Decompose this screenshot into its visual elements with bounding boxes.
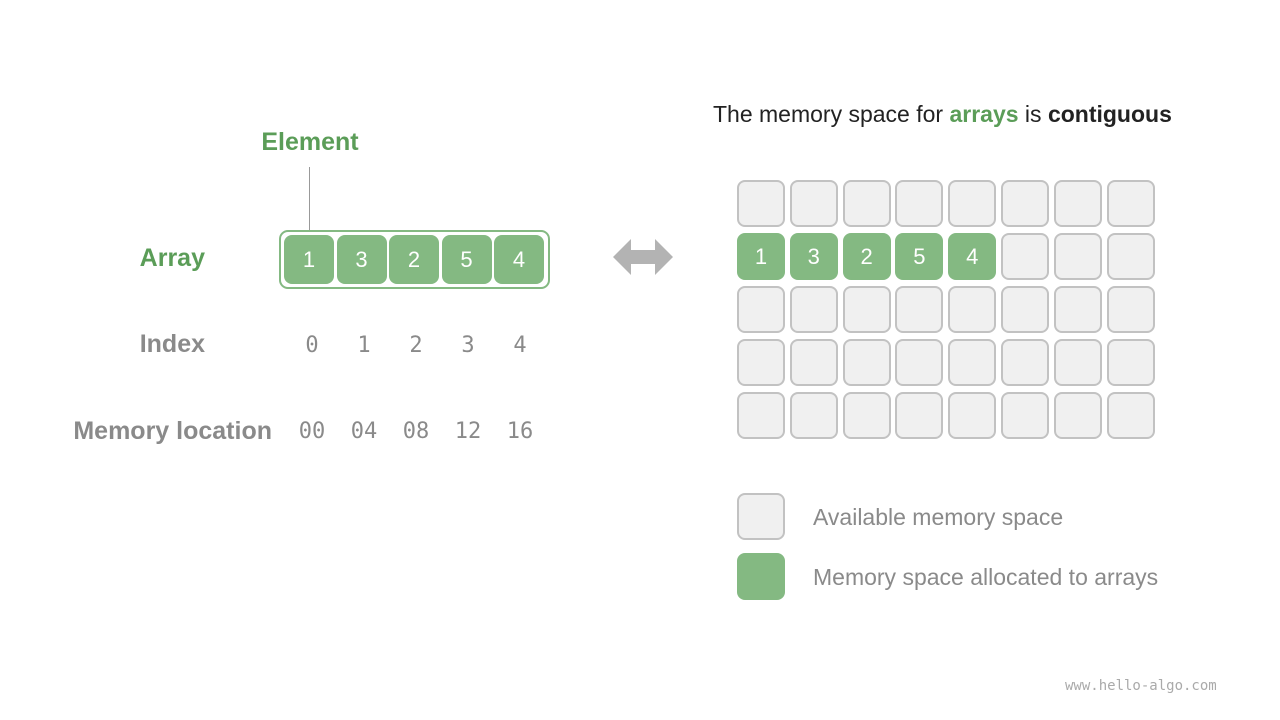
title-contiguous: contiguous [1047,101,1172,127]
array-element: 1 [284,235,334,284]
memory-cell-free [1001,233,1049,280]
watermark: www.hello-algo.com [1065,678,1217,694]
memory-cell-free [895,339,944,386]
memory-cell-free [1001,286,1049,333]
memory-cell-free [1001,339,1049,386]
index-value: 2 [409,333,423,358]
memory-location-label: Memory location [73,417,272,445]
array-label: Array [139,244,205,272]
memory-cell-free [842,286,891,333]
memory-cell-free [948,392,997,439]
memory-cell-free [789,339,838,386]
memory-cell-free [1106,180,1155,227]
memory-cell-free [948,286,997,333]
array-container [279,230,550,289]
memory-cell-free [737,392,785,439]
title-arrays: arrays [949,101,1019,127]
double-arrow-icon [613,239,673,275]
memory-cell-free [1053,180,1102,227]
memory-cell-allocated: 3 [789,233,838,280]
address-value: 08 [402,419,430,444]
memory-cell-free [789,286,838,333]
legend-allocated-text: Memory space allocated to arrays [813,564,1159,590]
memory-cell-free [895,392,944,439]
memory-cell-free [1053,339,1102,386]
title-prefix: The memory space for [713,101,950,127]
index-value: 1 [357,333,371,358]
address-value: 16 [506,419,534,444]
memory-cell-free [842,339,891,386]
array-element: 4 [494,235,544,284]
legend-available-text: Available memory space [813,504,1064,530]
address-value: 04 [350,419,378,444]
memory-cell-free [842,392,891,439]
memory-cell-allocated: 2 [842,233,891,280]
index-value: 0 [305,333,319,358]
legend-allocated-swatch [737,553,785,600]
memory-cell-free [1053,392,1102,439]
address-value: 12 [454,419,482,444]
element-pointer-line [309,167,310,231]
memory-cell-free [1106,392,1155,439]
memory-cell-free [737,286,785,333]
memory-cell-free [737,180,785,227]
memory-cell-allocated: 4 [948,233,997,280]
memory-title: The memory space for arrays is contiguou… [713,101,1172,128]
title-mid: is [1018,101,1048,127]
array-element: 2 [389,235,439,284]
memory-cell-free [895,180,944,227]
memory-cell-free [948,180,997,227]
memory-cell-free [1106,233,1155,280]
memory-cell-free [789,392,838,439]
index-value: 3 [461,333,475,358]
memory-cell-free [737,339,785,386]
memory-cell-allocated: 1 [737,233,785,280]
array-element: 5 [441,235,492,284]
memory-cell-free [1106,286,1155,333]
index-value: 4 [513,333,527,358]
memory-cell-allocated: 5 [895,233,944,280]
memory-cell-free [789,180,838,227]
memory-cell-free [842,180,891,227]
element-label: Element [261,128,359,156]
memory-cell-free [948,339,997,386]
memory-cell-free [895,286,944,333]
index-label: Index [139,330,205,358]
memory-cell-free [1001,392,1049,439]
memory-cell-free [1106,339,1155,386]
array-element: 3 [336,235,387,284]
memory-cell-free [1053,233,1102,280]
legend-available-swatch [737,493,785,540]
memory-cell-free [1053,286,1102,333]
address-value: 00 [298,419,326,444]
memory-cell-free [1001,180,1049,227]
